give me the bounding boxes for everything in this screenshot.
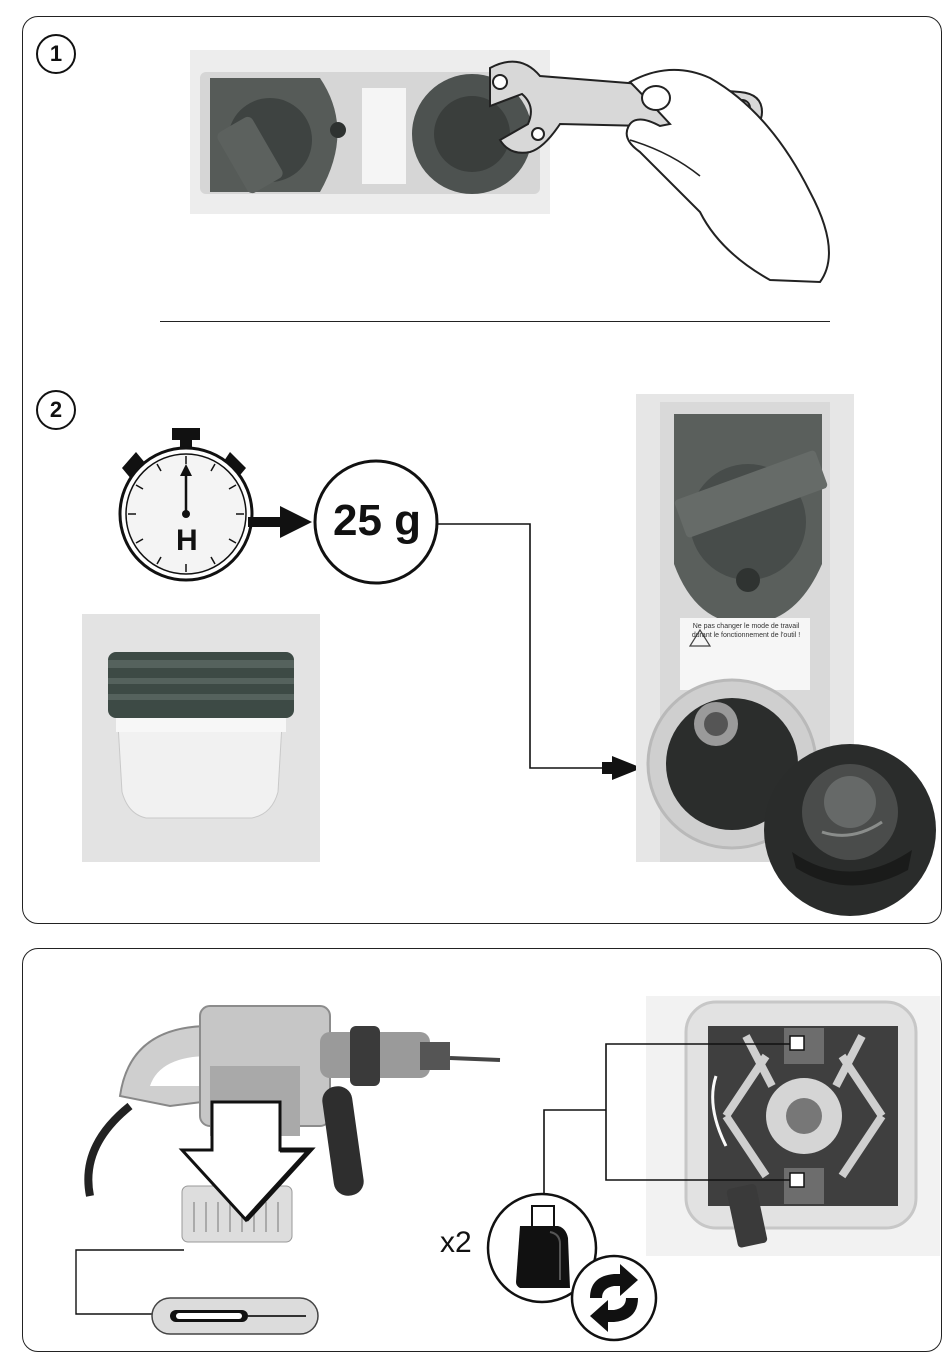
grease-amount-label: 25 g bbox=[322, 496, 432, 546]
warning-sticker-text: Ne pas changer le mode de travail durant… bbox=[684, 622, 808, 640]
hour-label: H bbox=[176, 524, 198, 558]
grease-container-photo bbox=[82, 614, 320, 862]
replace-cycle-icon bbox=[570, 1254, 658, 1342]
arrow-right-icon bbox=[248, 504, 314, 540]
step-1-badge: 1 bbox=[36, 34, 76, 74]
hand-with-wrench-illustration bbox=[470, 52, 850, 292]
grease-tub-illustration bbox=[82, 614, 320, 862]
brush-pointer-lines bbox=[540, 1040, 810, 1200]
grease-detail-circle bbox=[762, 742, 938, 918]
step-2-badge: 2 bbox=[36, 390, 76, 430]
brush-quantity-label: x2 bbox=[440, 1226, 472, 1260]
down-arrow-icon bbox=[178, 1100, 314, 1224]
flat-screwdriver-icon bbox=[150, 1296, 320, 1336]
section-divider bbox=[160, 321, 830, 322]
connector-line bbox=[436, 520, 656, 780]
stopwatch-icon bbox=[112, 424, 256, 584]
